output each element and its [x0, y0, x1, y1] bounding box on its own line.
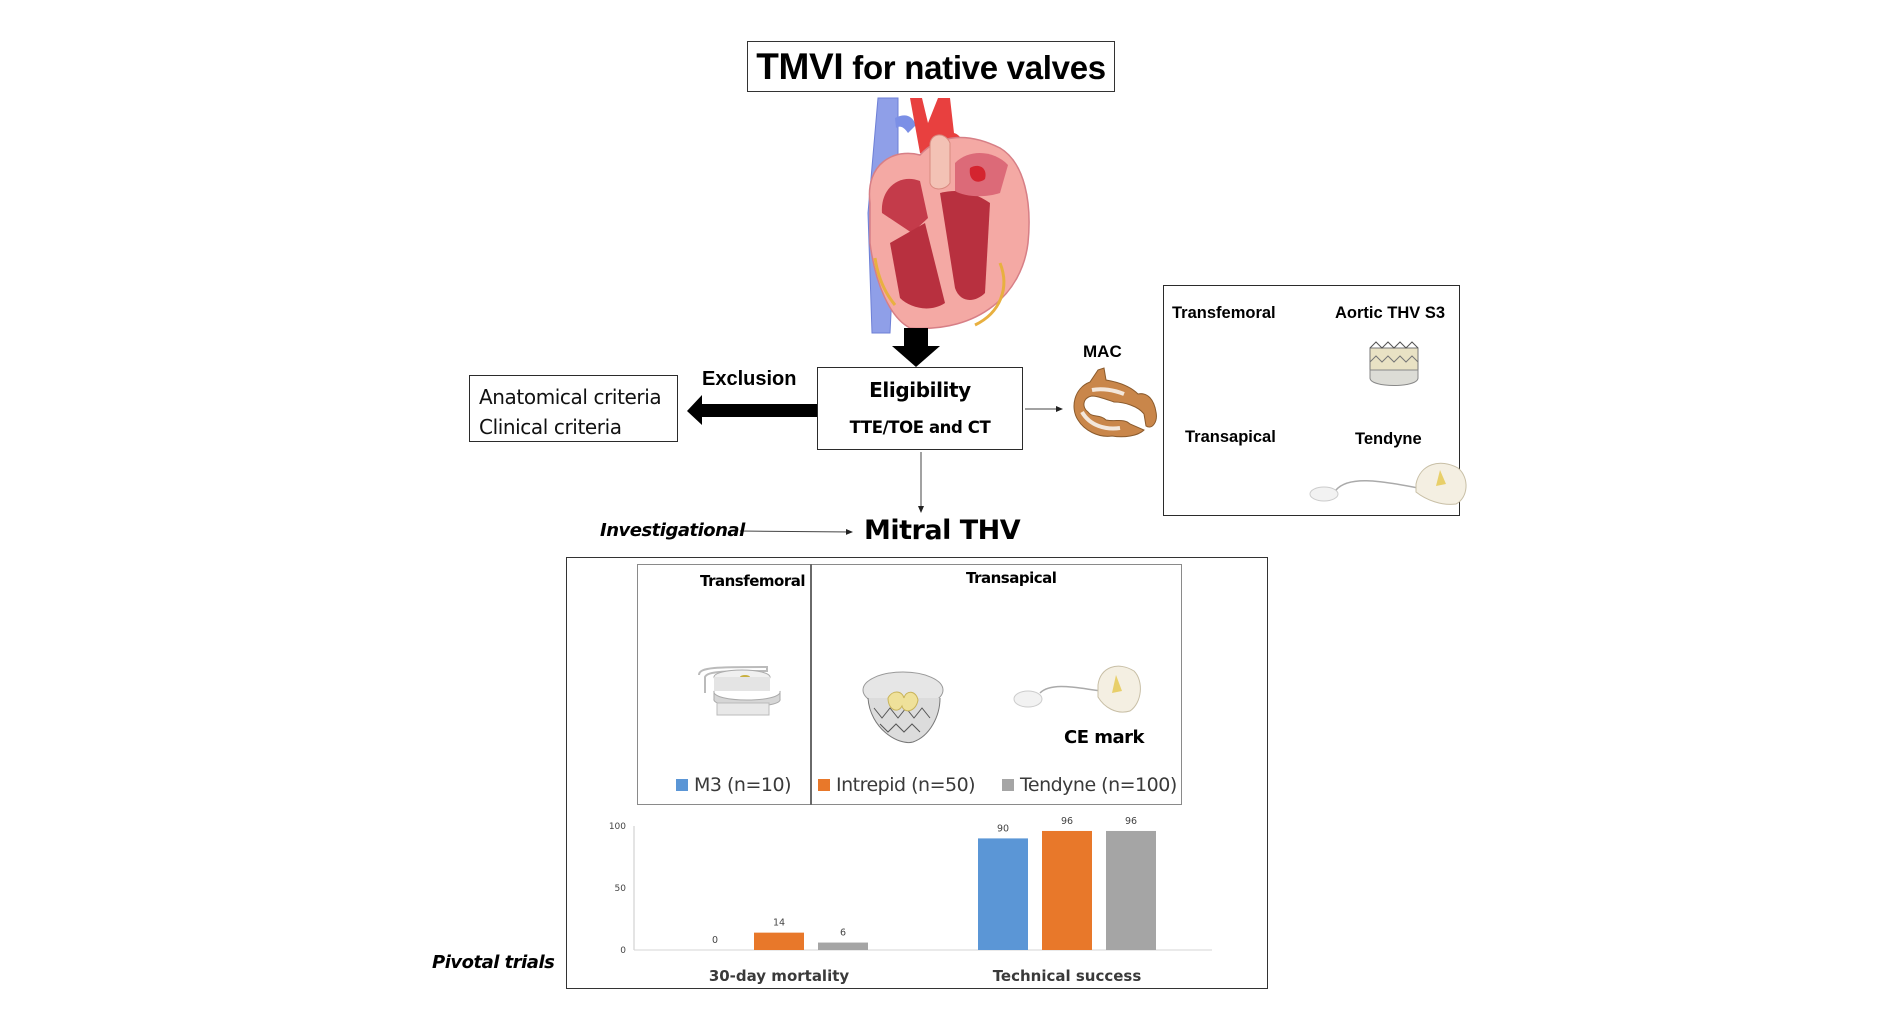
- mac-target-aortic-thv-s3: Aortic THV S3: [1335, 304, 1446, 322]
- y-tick-label: 50: [615, 884, 627, 894]
- ce-mark-label: CE mark: [1064, 727, 1145, 748]
- mac-route-transapical: Transapical: [1185, 428, 1276, 446]
- data-label: 96: [1125, 816, 1137, 827]
- criteria-anatomical: Anatomical criteria: [479, 385, 662, 409]
- y-tick-label: 0: [620, 946, 626, 956]
- intrepid-device-icon: [862, 671, 944, 744]
- criteria-clinical: Clinical criteria: [479, 415, 622, 439]
- eligibility-subtitle: TTE/TOE and CT: [849, 418, 991, 437]
- investigational-label: Investigational: [600, 520, 745, 541]
- down-arrow-icon: [892, 328, 940, 367]
- eligibility-title: Eligibility: [869, 378, 971, 402]
- data-label: 96: [1061, 816, 1073, 827]
- legend-swatch-m3: [676, 779, 688, 791]
- mac-calcification-icon: [1073, 367, 1157, 438]
- eligibility-box: Eligibility TTE/TOE and CT: [817, 367, 1023, 450]
- bar: [818, 942, 868, 950]
- legend-label-m3: M3 (n=10): [694, 774, 792, 796]
- category-label: 30-day mortality: [709, 967, 850, 985]
- title-rest: for native valves: [843, 48, 1106, 86]
- transapical-label: Transapical: [966, 569, 1057, 587]
- data-label: 0: [712, 935, 718, 946]
- title-box: TMVI for native valves: [747, 41, 1115, 92]
- pivotal-trials-label: Pivotal trials: [432, 952, 555, 973]
- heart-illustration-icon: [867, 97, 1030, 334]
- exclusion-criteria-box: Anatomical criteria Clinical criteria: [469, 375, 678, 442]
- legend-item-m3: M3 (n=10): [676, 774, 792, 796]
- mac-label: MAC: [1083, 342, 1122, 361]
- legend-item-tendyne: Tendyne (n=100): [1002, 774, 1177, 796]
- transfemoral-label: Transfemoral: [700, 572, 806, 590]
- mac-routes-box: [1163, 285, 1460, 516]
- mac-target-tendyne: Tendyne: [1355, 430, 1422, 448]
- exclusion-label: Exclusion: [702, 368, 797, 390]
- legend-label-intrepid: Intrepid (n=50): [836, 774, 976, 796]
- page-title: TMVI for native valves: [756, 46, 1106, 88]
- bar: [978, 838, 1028, 950]
- data-label: 6: [840, 928, 846, 939]
- legend-label-tendyne: Tendyne (n=100): [1020, 774, 1177, 796]
- data-label: 90: [997, 823, 1009, 834]
- legend-item-intrepid: Intrepid (n=50): [818, 774, 976, 796]
- devices-divider: [810, 564, 812, 805]
- y-tick-label: 100: [609, 822, 626, 832]
- legend-swatch-intrepid: [818, 779, 830, 791]
- bar: [1106, 830, 1156, 950]
- title-tmvi: TMVI: [756, 45, 844, 87]
- bar: [1042, 830, 1092, 950]
- m3-device-icon: [698, 665, 781, 716]
- aortic-thv-s3-icon: [1369, 341, 1419, 386]
- tendyne-mitral-device-icon: [1013, 665, 1141, 713]
- exclusion-arrow-icon: [687, 395, 817, 425]
- legend-swatch-tendyne: [1002, 779, 1014, 791]
- mitral-thv-title: Mitral THV: [864, 515, 1021, 546]
- bar: [754, 932, 804, 950]
- mac-route-transfemoral: Transfemoral: [1172, 304, 1276, 322]
- data-label: 14: [773, 918, 785, 929]
- category-label: Technical success: [993, 967, 1142, 985]
- tendyne-device-icon: [1309, 462, 1467, 505]
